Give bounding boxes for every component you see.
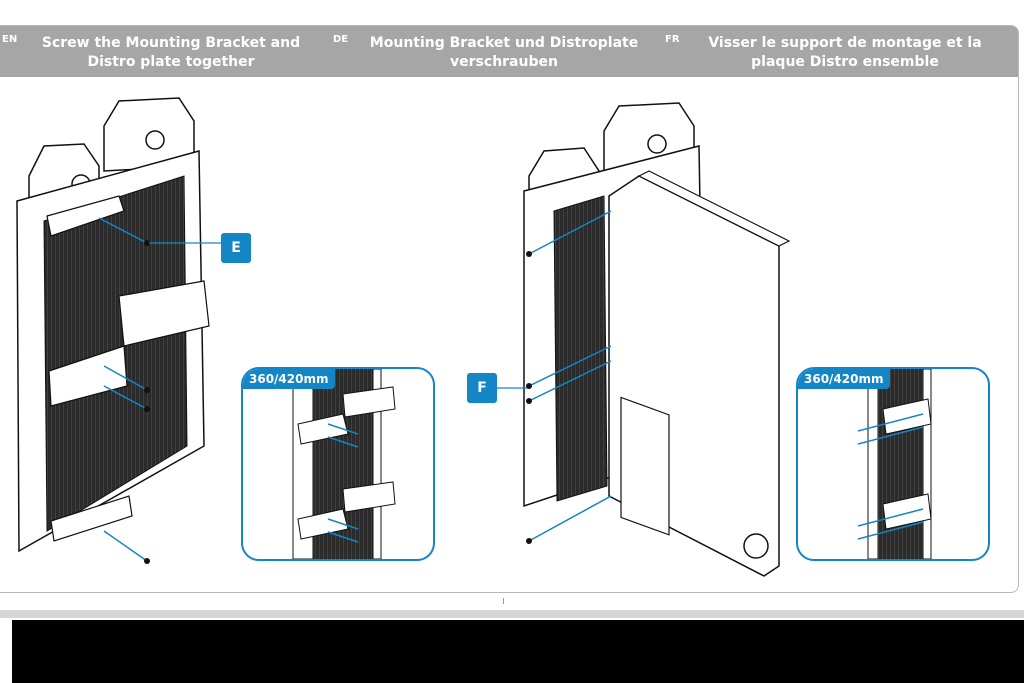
header-bar: EN Screw the Mounting Bracket and Distro… bbox=[0, 26, 1018, 77]
lang-code-en: EN bbox=[2, 34, 18, 45]
inset-right-drawing bbox=[857, 369, 932, 559]
illustration bbox=[16, 97, 791, 577]
inset-detail-right: 360/420mm bbox=[796, 367, 990, 561]
page-marker bbox=[503, 598, 504, 604]
inset-detail-left: 360/420mm bbox=[241, 367, 435, 561]
left-edge bbox=[0, 620, 12, 683]
title-en: Screw the Mounting Bracket and Distro pl… bbox=[41, 35, 301, 70]
right-radiator-drawing bbox=[495, 102, 791, 577]
page-bottom-strip bbox=[0, 610, 1024, 618]
inset-tag-left: 360/420mm bbox=[243, 369, 335, 389]
callout-f: F bbox=[467, 373, 497, 403]
lang-code-fr: FR bbox=[665, 34, 680, 45]
lang-code-de: DE bbox=[333, 34, 349, 45]
inset-tag-right: 360/420mm bbox=[798, 369, 890, 389]
manual-page: EN Screw the Mounting Bracket and Distro… bbox=[0, 25, 1019, 593]
inset-left-drawing bbox=[292, 369, 396, 559]
title-de: Mounting Bracket und Distroplate verschr… bbox=[369, 35, 639, 70]
title-fr: Visser le support de montage et la plaqu… bbox=[708, 35, 982, 70]
black-overlay bbox=[12, 620, 1024, 683]
left-radiator-drawing bbox=[16, 97, 221, 564]
callout-e: E bbox=[221, 233, 251, 263]
